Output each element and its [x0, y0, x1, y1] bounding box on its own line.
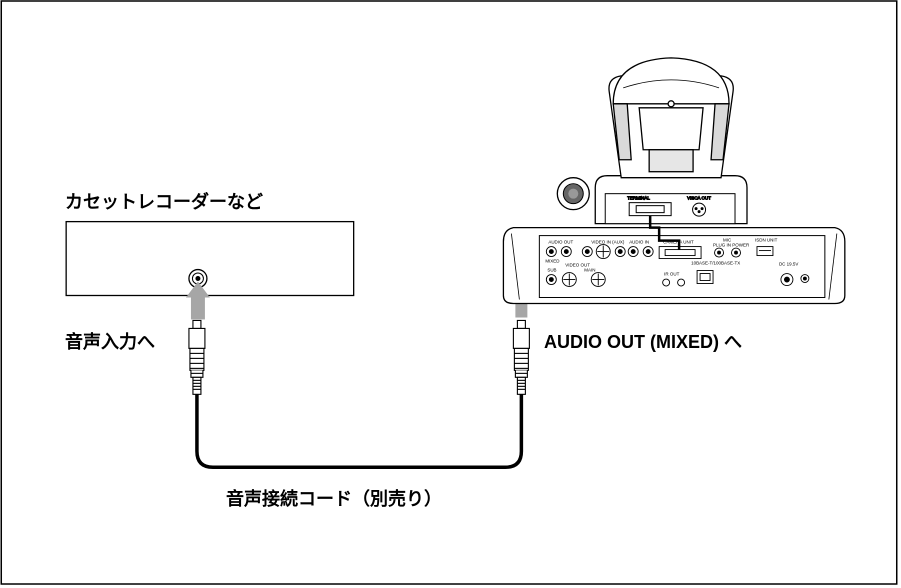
camera-link-cable [648, 215, 681, 250]
audio-cable [195, 394, 524, 469]
cassette-recorder-label: カセットレコーダーなど [65, 192, 263, 213]
audio-out-mixed-label: AUDIO OUT (MIXED) へ [544, 332, 742, 352]
recorder-body [65, 220, 355, 297]
arrow-into-recorder [185, 281, 210, 320]
panel-dc-label: DC 19.5V [779, 262, 798, 267]
camera-connector-plate: TERMINAL VISCA OUT [604, 193, 736, 225]
panel-isdn-label: ISDN UNIT [755, 238, 778, 243]
panel-mic-sub-label: PLUG IN POWER [713, 243, 750, 248]
rca-plug-right [512, 319, 530, 395]
audio-cord-label: 音声接続コード（別売り） [226, 489, 442, 510]
panel-ir-out-label: IR OUT [664, 272, 679, 277]
rear-panel-connectors: AUDIO OUT MIXED VIDEO IN (AUX) AUDIO IN … [545, 238, 810, 287]
panel-main-label: MAIN [584, 268, 595, 273]
terminal-label: TERMINAL [627, 196, 650, 201]
microphone [556, 177, 590, 211]
audio-input-label: 音声入力へ [65, 332, 155, 353]
panel-audio-in-label: AUDIO IN [629, 240, 649, 245]
rca-plug-left [188, 319, 206, 395]
panel-video-out-label: VIDEO OUT [565, 263, 590, 268]
panel-lan-label: 10BASE-T/100BASE-TX [691, 261, 740, 266]
panel-sub-label: SUB [547, 268, 556, 273]
panel-video-in-label: VIDEO IN (AUX) [591, 240, 625, 245]
panel-audio-out-label: AUDIO OUT [548, 240, 573, 245]
cassette-recorder [65, 220, 355, 297]
panel-mic-label: MIC [723, 238, 732, 243]
panel-mixed-label: MIXED [545, 259, 560, 264]
visca-out-label: VISCA OUT [687, 196, 711, 201]
